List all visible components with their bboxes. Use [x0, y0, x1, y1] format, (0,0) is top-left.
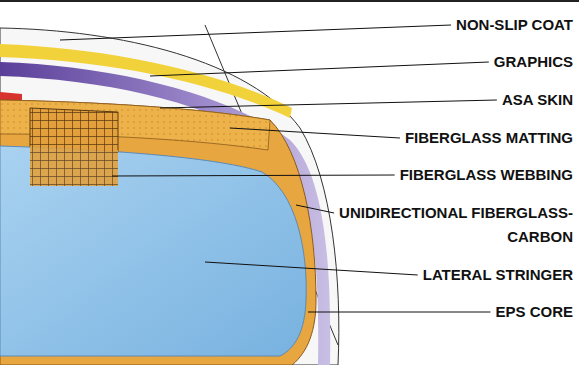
part-label: UNIDIRECTIONAL FIBERGLASS- CARBON	[323, 201, 573, 249]
part-label: NON-SLIP COAT	[456, 13, 573, 37]
leader-line	[205, 262, 418, 275]
part-label: LATERAL STRINGER	[423, 263, 573, 287]
part-label: EPS CORE	[495, 300, 573, 324]
leader-line	[308, 312, 490, 313]
leader-line	[112, 175, 395, 176]
part-label: ASA SKIN	[502, 88, 573, 112]
part-label: FIBERGLASS WEBBING	[400, 163, 573, 187]
leader-line	[160, 100, 497, 108]
part-label: FIBERGLASS MATTING	[405, 126, 573, 150]
leader-line	[230, 128, 400, 138]
leader-line	[60, 25, 451, 40]
leader-line	[296, 205, 334, 213]
part-label: GRAPHICS	[494, 50, 573, 74]
leader-line	[150, 62, 489, 76]
